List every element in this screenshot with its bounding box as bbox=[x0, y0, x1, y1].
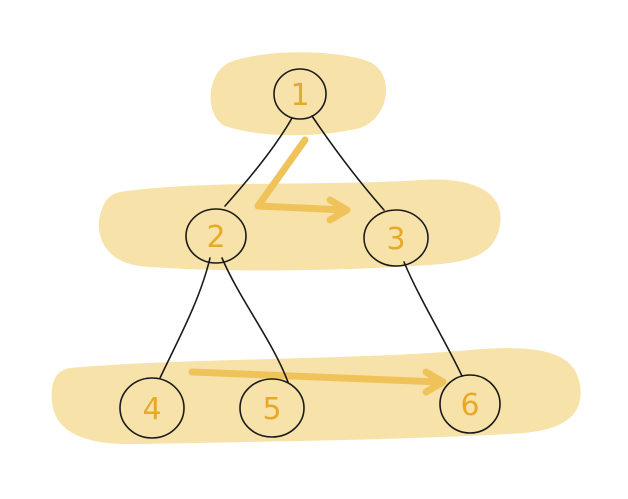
edge-2-5 bbox=[221, 257, 289, 383]
edge-3-6 bbox=[403, 261, 463, 377]
node-1-circle bbox=[273, 68, 327, 120]
node-1-label: 1 bbox=[290, 78, 309, 113]
node-5-circle bbox=[239, 378, 305, 438]
traversal-arrow-head-level-2 bbox=[326, 196, 351, 224]
node-6-label: 6 bbox=[460, 388, 479, 423]
node-5-label: 5 bbox=[262, 392, 281, 427]
traversal-arrow-head-level-3 bbox=[422, 368, 447, 396]
level-2-highlight bbox=[98, 179, 501, 271]
node-2-label: 2 bbox=[206, 220, 225, 255]
edge-1-3 bbox=[311, 115, 385, 211]
edge-2-4 bbox=[159, 257, 211, 379]
traversal-arrow-level-2 bbox=[254, 136, 349, 214]
node-4-label: 4 bbox=[142, 392, 161, 427]
edge-1-2 bbox=[224, 117, 293, 207]
level-3-highlight bbox=[51, 348, 581, 445]
node-3-circle bbox=[363, 209, 429, 267]
node-6-circle bbox=[439, 374, 501, 434]
node-4-circle bbox=[119, 377, 185, 439]
node-3-label: 3 bbox=[386, 222, 405, 257]
traversal-arrow-level-3 bbox=[188, 368, 444, 386]
level-1-highlight bbox=[210, 52, 387, 136]
node-2-circle bbox=[185, 208, 247, 264]
